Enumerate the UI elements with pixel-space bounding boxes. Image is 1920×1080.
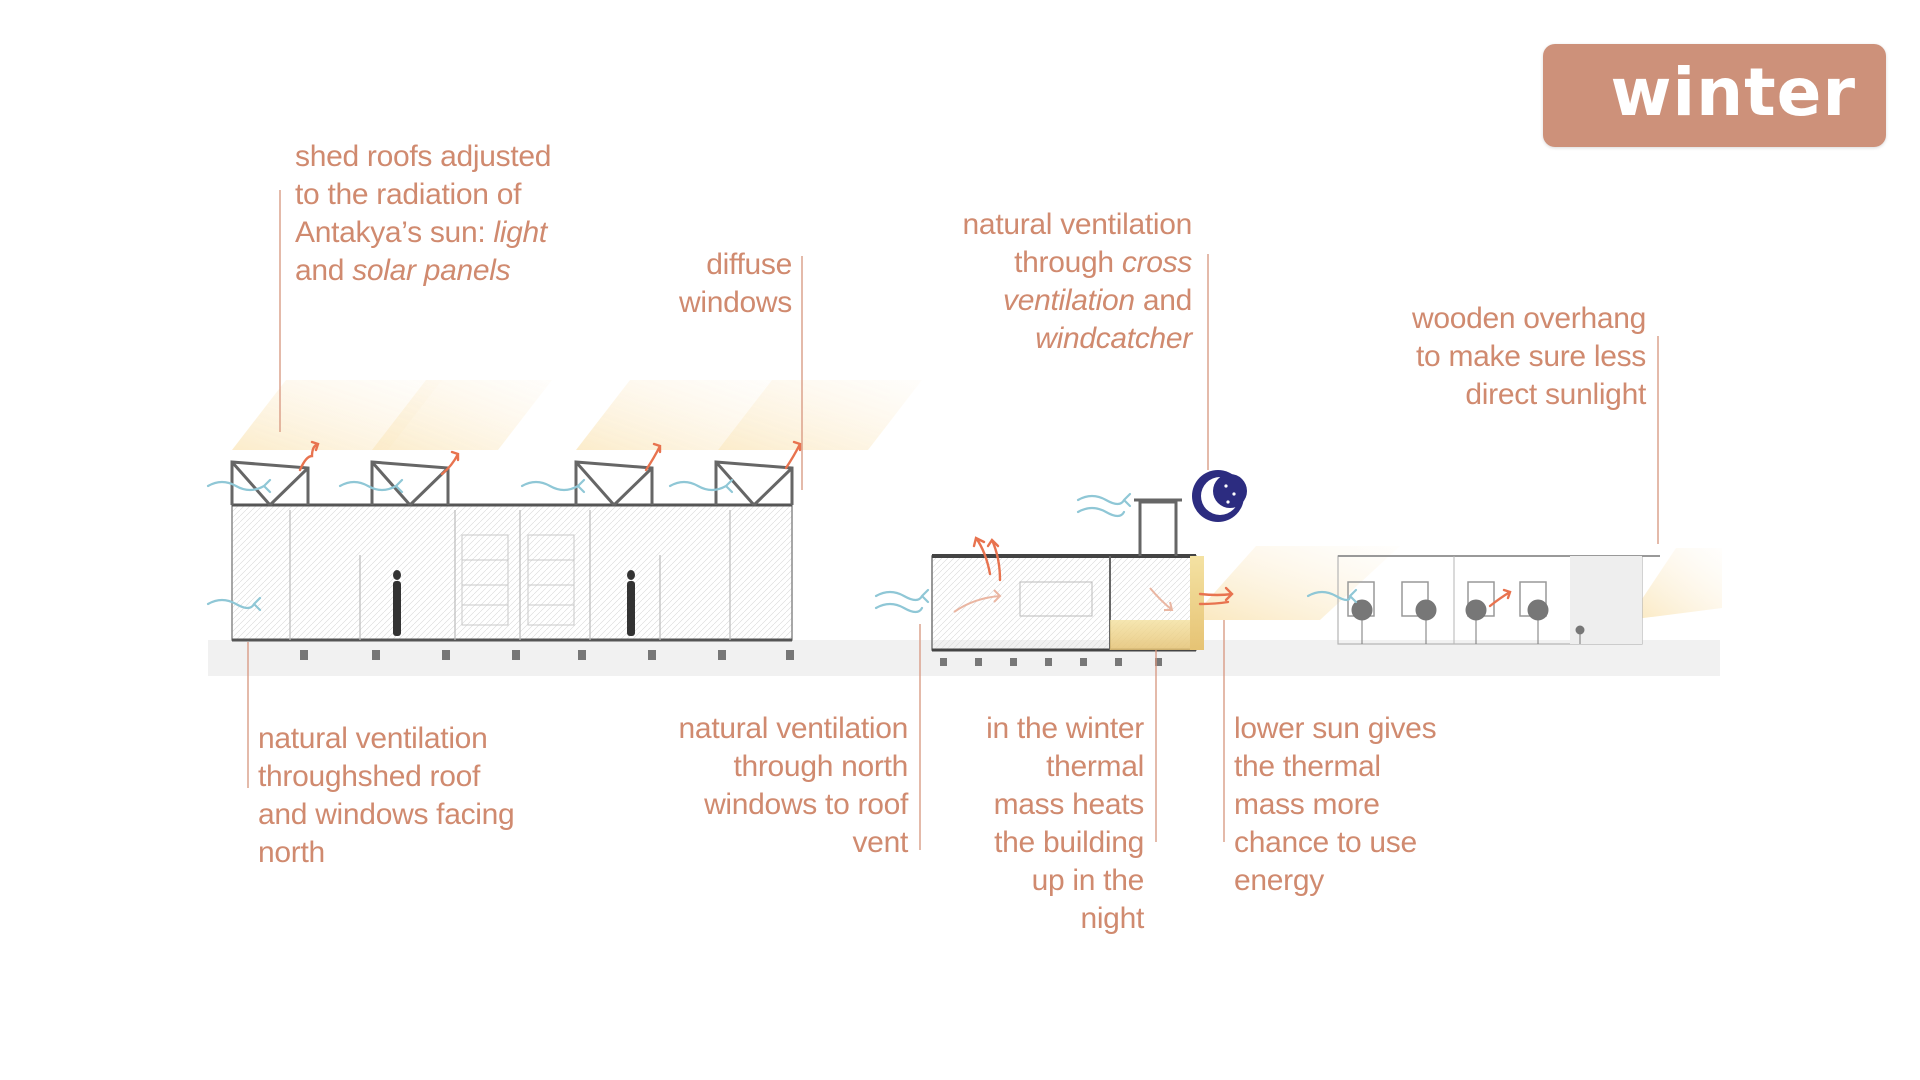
- annotation-diffuse-windows: diffuse windows: [679, 246, 792, 322]
- annotation-line: direct sunlight: [1465, 378, 1646, 411]
- left-building: [230, 460, 794, 660]
- annotation-line: through cross: [1014, 246, 1192, 279]
- trees: [1351, 599, 1585, 644]
- annotation-line: lower sun gives: [1234, 712, 1437, 745]
- annotation-north-windows: natural ventilation through north window…: [678, 710, 909, 862]
- annotation-shed-roofs: shed roofs adjusted to the radiation of …: [295, 138, 551, 290]
- annotation-line: through north: [733, 750, 908, 783]
- season-badge: winter: [1543, 44, 1886, 147]
- annotation-line: wooden overhang: [1411, 302, 1646, 335]
- cool-air-arrow-icon: [206, 478, 1358, 614]
- middle-building: [931, 498, 1204, 666]
- annotation-line: the thermal: [1234, 750, 1381, 783]
- warm-air-arrow-icon: [298, 440, 1512, 608]
- annotation-line: throughshed roof: [258, 760, 481, 793]
- annotation-shed-roof-ventilation: natural ventilation throughshed roof and…: [258, 720, 515, 872]
- season-badge-label: winter: [1610, 54, 1856, 131]
- annotation-line: night: [1080, 902, 1144, 935]
- annotation-line: ventilation and: [1003, 284, 1192, 317]
- annotation-thermal-mass-night: in the winter thermal mass heats the bui…: [986, 710, 1144, 938]
- annotation-line: mass heats: [993, 788, 1145, 821]
- annotation-line: thermal: [1046, 750, 1144, 783]
- right-building: [1337, 555, 1660, 645]
- annotation-line: in the winter: [986, 712, 1144, 745]
- annotation-line: mass more: [1234, 788, 1380, 821]
- annotation-line: natural ventilation: [678, 712, 909, 745]
- annotation-lower-sun: lower sun gives the thermal mass more ch…: [1234, 710, 1437, 900]
- leader-lines: [247, 190, 1659, 850]
- annotation-line: shed roofs adjusted: [295, 140, 552, 173]
- annotation-line: chance to use: [1234, 826, 1417, 859]
- annotation-wooden-overhang: wooden overhang to make sure less direct…: [1412, 300, 1646, 414]
- annotation-line: vent: [852, 826, 908, 859]
- annotation-line: Antakya’s sun: light: [295, 216, 547, 249]
- annotation-line: and windows facing: [258, 798, 515, 831]
- moon-stars-icon: [1192, 470, 1247, 522]
- annotation-line: north: [258, 836, 325, 869]
- annotation-line: energy: [1234, 864, 1324, 897]
- annotation-line: windows to roof: [704, 788, 908, 821]
- annotation-line: the building: [994, 826, 1144, 859]
- annotation-cross-ventilation: natural ventilation through cross ventil…: [962, 206, 1193, 358]
- annotation-line: windows: [679, 286, 792, 319]
- annotation-line: natural ventilation: [962, 208, 1193, 241]
- annotation-line: to make sure less: [1416, 340, 1646, 373]
- annotation-line: windcatcher: [1035, 322, 1192, 355]
- annotation-line: diffuse: [706, 248, 792, 281]
- annotation-line: to the radiation of: [295, 178, 522, 211]
- annotation-line: natural ventilation: [258, 722, 488, 755]
- thermal-mass-wall: [1110, 620, 1200, 650]
- sun-beams: [232, 380, 1722, 620]
- annotation-line: up in the: [1031, 864, 1145, 897]
- annotation-line: and solar panels: [295, 254, 511, 287]
